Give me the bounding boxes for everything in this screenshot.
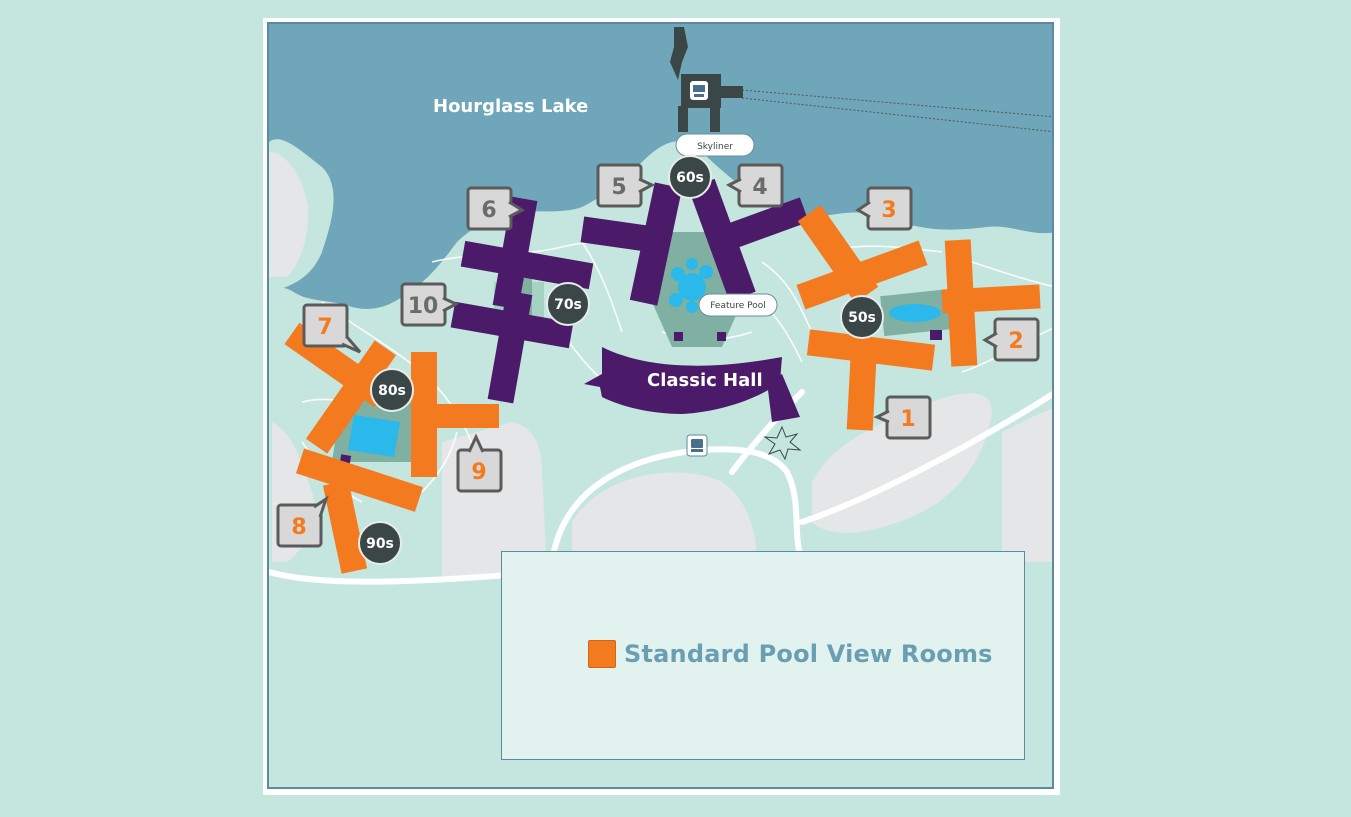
decade-badge-50s bbox=[840, 295, 884, 339]
building-number-1: 1 bbox=[900, 407, 915, 432]
building-number-4: 4 bbox=[752, 175, 767, 200]
legend-box: Standard Pool View Rooms bbox=[501, 551, 1025, 760]
decade-label-90s: 90s bbox=[366, 536, 394, 552]
decade-badge-60s bbox=[668, 155, 712, 199]
skyliner-pill: Skyliner bbox=[675, 133, 755, 157]
gondola-icon[interactable] bbox=[690, 81, 708, 100]
purple-buildings bbox=[338, 178, 942, 471]
legend-swatch bbox=[588, 640, 616, 668]
building-number-6: 6 bbox=[481, 198, 496, 223]
building-callout-8 bbox=[276, 503, 323, 548]
decade-badge-70s bbox=[546, 282, 590, 326]
classic-hall-label: Classic Hall bbox=[647, 370, 763, 391]
building-callout-7 bbox=[302, 303, 349, 348]
building-number-3: 3 bbox=[881, 198, 896, 223]
building-number-9: 9 bbox=[471, 460, 486, 485]
legend-label: Standard Pool View Rooms bbox=[624, 640, 993, 668]
bus-icon[interactable] bbox=[686, 434, 708, 457]
decade-badges bbox=[358, 155, 884, 565]
lake-label: Hourglass Lake bbox=[433, 96, 588, 117]
svg-text:Feature Pool: Feature Pool bbox=[710, 301, 766, 311]
decade-label-70s: 70s bbox=[554, 297, 582, 313]
legend-entry: Standard Pool View Rooms bbox=[588, 640, 993, 668]
decade-label-50s: 50s bbox=[848, 310, 876, 326]
building-number-7: 7 bbox=[317, 315, 332, 340]
hourglass-lake bbox=[269, 24, 1052, 309]
building-number-10: 10 bbox=[408, 294, 439, 319]
decade-label-80s: 80s bbox=[378, 383, 406, 399]
building-number-5: 5 bbox=[611, 175, 626, 200]
building-number-8: 8 bbox=[291, 515, 306, 540]
feature-pool bbox=[669, 258, 716, 313]
decade-badge-80s bbox=[370, 368, 414, 412]
building-number-2: 2 bbox=[1008, 329, 1023, 354]
svg-text:Skyliner: Skyliner bbox=[697, 142, 733, 152]
decade-label-60s: 60s bbox=[676, 170, 704, 186]
feature-pool-pill: Feature Pool bbox=[698, 293, 778, 317]
classic-hall-building bbox=[584, 347, 782, 414]
resort-map: Hourglass Lake Classic Hall Skyliner Fea… bbox=[267, 22, 1054, 789]
decade-badge-90s bbox=[358, 521, 402, 565]
